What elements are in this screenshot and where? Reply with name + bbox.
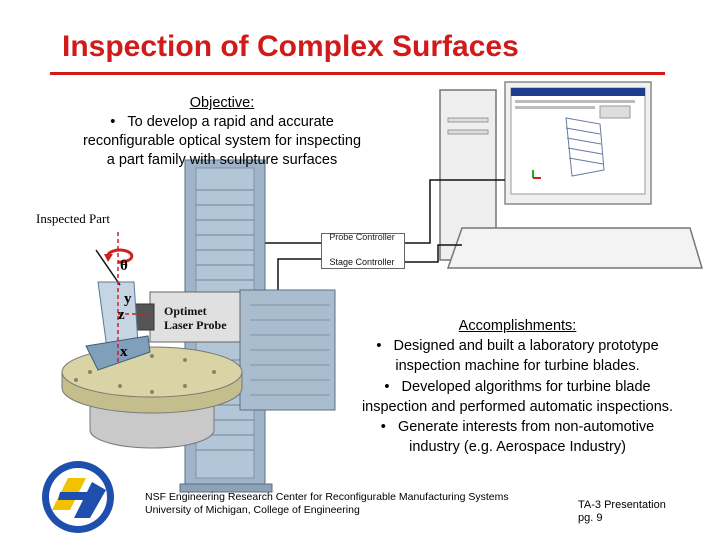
axis-x-label: x bbox=[120, 344, 128, 360]
accomplishment-3-line-2: industry (e.g. Aerospace Industry) bbox=[409, 439, 626, 456]
objective-heading: Objective: bbox=[189, 95, 255, 111]
controller-box bbox=[321, 233, 405, 269]
objective-line-1: • To develop a rapid and accurate bbox=[110, 114, 334, 130]
accomplishment-2-line-2: inspection and performed automatic inspe… bbox=[361, 398, 674, 415]
footer-credit: NSF Engineering Research Center for Reco… bbox=[145, 491, 509, 517]
objective-line-3: a part family with sculpture surfaces bbox=[106, 152, 338, 168]
laser-probe bbox=[133, 291, 241, 343]
rotary-stage bbox=[61, 346, 243, 449]
objective-block: Objective: • To develop a rapid and accu… bbox=[64, 94, 380, 170]
inspected-part-label: Inspected Part bbox=[36, 211, 111, 226]
computer-monitor bbox=[504, 81, 652, 205]
theta-label: θ bbox=[120, 258, 128, 274]
accomplishments-heading: Accomplishments: bbox=[458, 318, 577, 334]
stage-controller-label: Stage Controller bbox=[329, 257, 395, 267]
bullet: • bbox=[110, 114, 116, 130]
page-number: pg. 9 bbox=[578, 512, 603, 524]
footer-line-1: NSF Engineering Research Center for Reco… bbox=[145, 491, 509, 503]
axis-z-label: z bbox=[118, 307, 125, 323]
laser-probe-label: Optimet Laser Probe bbox=[164, 304, 227, 332]
accomplishment-1-line-2: inspection machine for turbine blades. bbox=[395, 358, 640, 375]
accomplishments-block: Accomplishments: • Designed and built a … bbox=[340, 316, 695, 457]
footer-line-2: University of Michigan, College of Engin… bbox=[145, 504, 360, 516]
keyboard bbox=[446, 227, 704, 269]
accomplishment-3-line-1: • Generate interests from non-automotive bbox=[380, 419, 655, 436]
objective-line-2: reconfigurable optical system for inspec… bbox=[82, 133, 362, 149]
axis-y-label: y bbox=[124, 291, 132, 307]
probe-controller-label: Probe Controller bbox=[329, 232, 395, 242]
accomplishment-2-line-1: • Developed algorithms for turbine blade bbox=[384, 378, 651, 395]
accomplishment-1-line-1: • Designed and built a laboratory protot… bbox=[376, 338, 659, 355]
presentation-name: TA-3 Presentation bbox=[578, 499, 666, 511]
presentation-page-label: TA-3 Presentation pg. 9 bbox=[578, 499, 666, 525]
title-underline bbox=[50, 72, 665, 75]
slide-title: Inspection of Complex Surfaces bbox=[62, 30, 519, 63]
coordinate-axes bbox=[104, 232, 154, 365]
university-logo bbox=[42, 461, 114, 533]
